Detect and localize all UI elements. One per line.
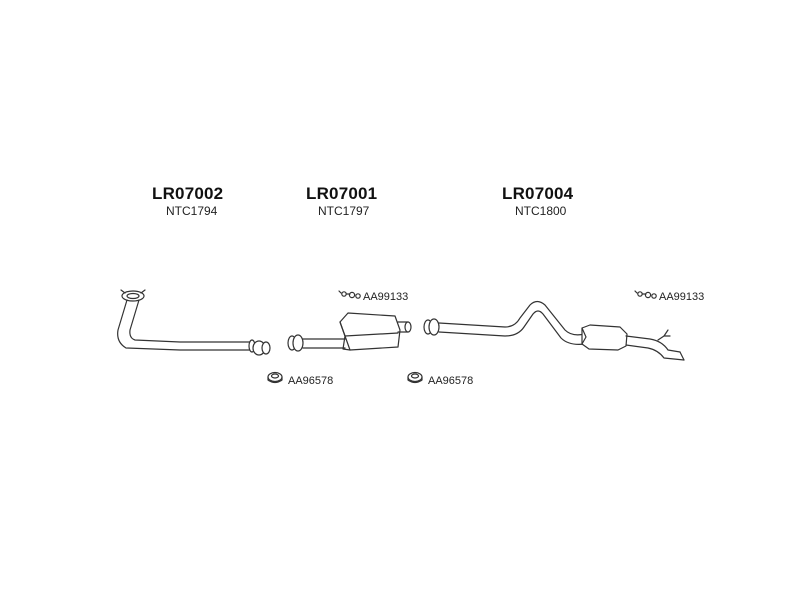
clamp-icon: [634, 290, 657, 299]
gasket-ring-icon: [267, 371, 283, 384]
middle-silencer-drawing: [287, 312, 412, 352]
front-pipe-drawing: [117, 289, 271, 356]
gasket-label-front: AA96578: [288, 375, 334, 387]
gasket-ring-icon: [407, 371, 423, 384]
rear-silencer-drawing: [423, 300, 685, 361]
oem-code-middle-silencer: NTC1797: [318, 204, 370, 218]
clamp-label-rear: AA99133: [659, 291, 705, 303]
oem-code-rear-silencer: NTC1800: [515, 204, 567, 218]
oem-code-front-pipe: NTC1794: [166, 204, 218, 218]
part-code-middle-silencer: LR07001: [306, 184, 378, 203]
part-code-front-pipe: LR07002: [152, 184, 224, 203]
clamp-label-middle: AA99133: [363, 291, 409, 303]
part-code-rear-silencer: LR07004: [502, 184, 574, 203]
clamp-icon: [338, 290, 361, 299]
gasket-label-middle: AA96578: [428, 375, 474, 387]
